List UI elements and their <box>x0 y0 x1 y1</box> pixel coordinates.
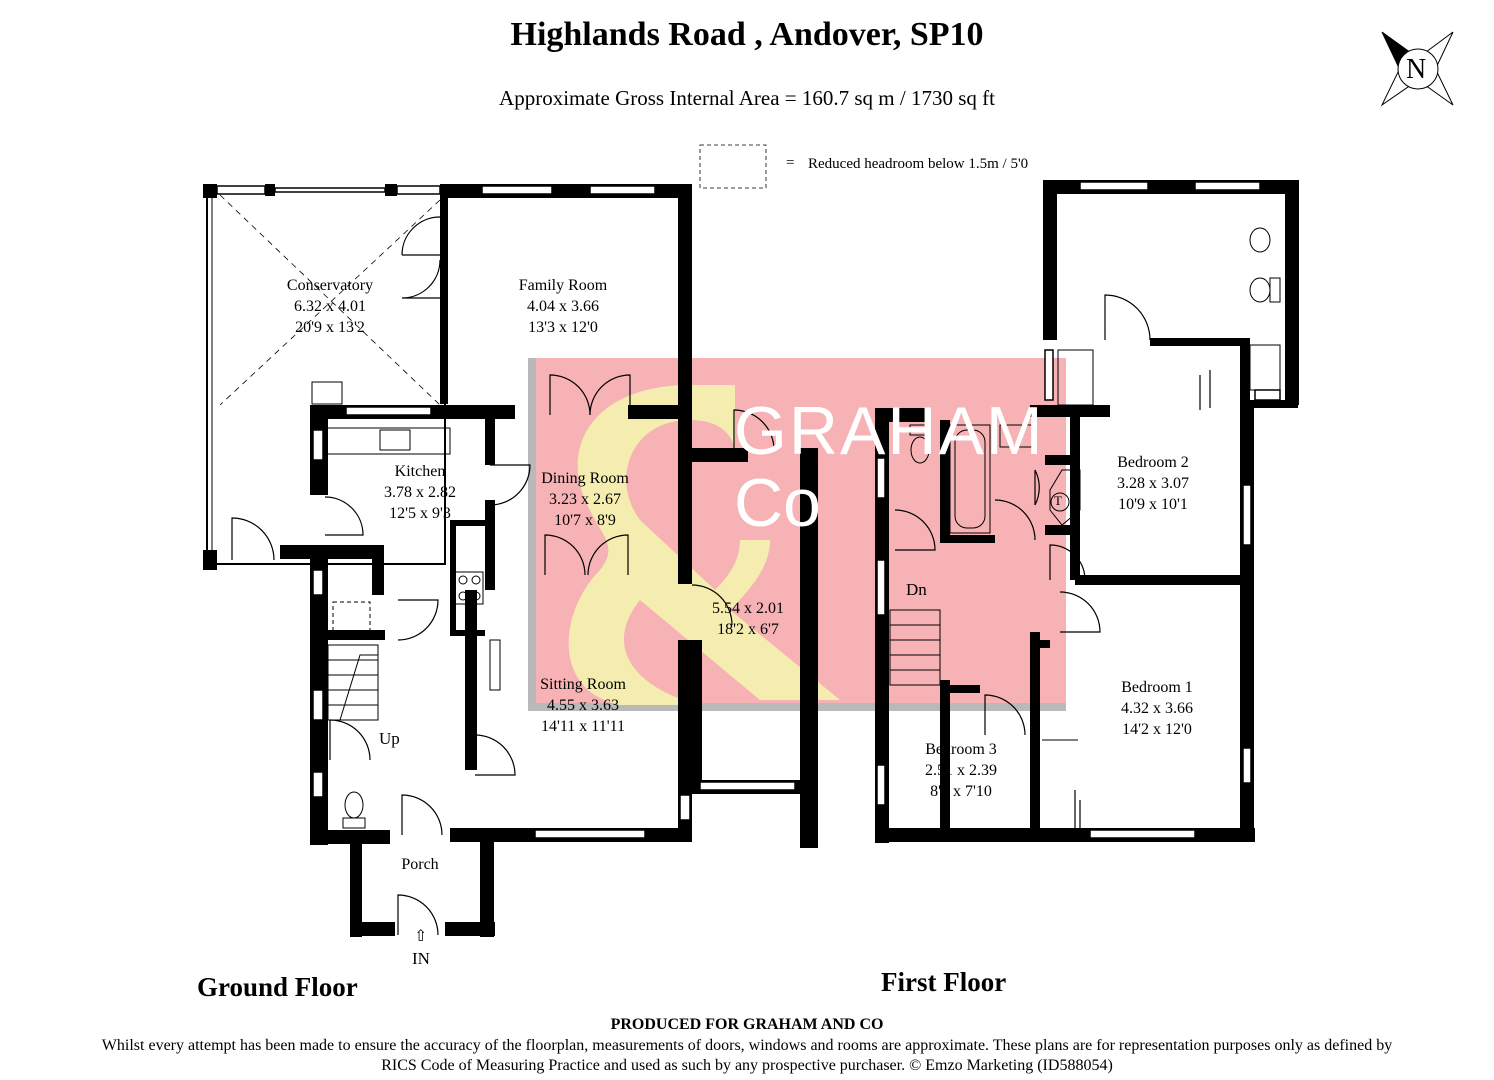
legend-reduced-headroom-swatch <box>699 144 767 189</box>
room-bedroom-1: Bedroom 1 4.32 x 3.66 14'2 x 12'0 <box>1121 677 1193 740</box>
room-dining-room: Dining Room 3.23 x 2.67 10'7 x 8'9 <box>541 468 629 531</box>
room-imperial: 20'9 x 13'2 <box>295 319 365 336</box>
entrance-in-label: IN <box>412 949 430 968</box>
compass-rose <box>1380 31 1454 107</box>
room-imperial: 10'7 x 8'9 <box>554 512 616 529</box>
ground-floor-stairs <box>327 644 379 721</box>
water-tank-label: T <box>1054 493 1062 508</box>
footer-heading: PRODUCED FOR GRAHAM AND CO <box>610 1016 884 1033</box>
legend-equals: = <box>786 155 795 171</box>
room-name: Bedroom 2 <box>1117 454 1189 471</box>
room-metric: 4.04 x 3.66 <box>526 298 599 315</box>
entrance-arrow-icon: ⇧ <box>414 928 428 945</box>
room-kitchen: Kitchen 3.78 x 2.82 12'5 x 9'3 <box>384 461 456 524</box>
watermark-logo <box>528 358 1066 711</box>
footer-disclaimer: Whilst every attempt has been made to en… <box>101 1037 1393 1074</box>
first-floor-doors <box>894 294 1211 830</box>
room-imperial: 13'3 x 12'0 <box>528 319 598 336</box>
room-name: Sitting Room <box>540 676 626 693</box>
room-metric: 3.23 x 2.67 <box>549 491 621 508</box>
room-bedroom-2: Bedroom 2 3.28 x 3.07 10'9 x 10'1 <box>1117 452 1189 515</box>
watermark-ampersand <box>568 385 840 705</box>
room-metric: 2.51 x 2.39 <box>925 762 997 779</box>
room-hallway-extension: 5.54 x 2.01 18'2 x 6'7 <box>712 598 784 640</box>
room-name: Family Room <box>518 277 608 294</box>
gross-area-subtitle: Approximate Gross Internal Area = 160.7 … <box>499 86 995 110</box>
room-bedroom-3: Bedroom 3 2.51 x 2.39 8'3 x 7'10 <box>925 739 997 802</box>
legend-reduced-headroom: Reduced headroom below 1.5m / 5'0 <box>808 156 1029 172</box>
room-family-room: Family Room 4.04 x 3.66 13'3 x 12'0 <box>519 275 607 338</box>
first-floor-windows <box>876 181 1281 839</box>
ground-floor-label: Ground Floor <box>197 972 358 1002</box>
room-name: Conservatory <box>286 277 374 294</box>
room-name: Dining Room <box>541 470 629 487</box>
room-imperial: 8'3 x 7'10 <box>930 783 992 800</box>
room-metric: 3.28 x 3.07 <box>1117 475 1189 492</box>
room-name: Porch <box>401 856 439 873</box>
watermark-line1: GRAHAM <box>734 393 1045 469</box>
room-imperial: 14'11 x 11'11 <box>541 718 625 735</box>
room-name: Kitchen <box>394 463 446 480</box>
ground-floor-fixtures <box>311 381 501 829</box>
first-floor-fixtures <box>889 227 1281 741</box>
room-imperial: 12'5 x 9'3 <box>389 505 451 522</box>
room-imperial: 18'2 x 6'7 <box>717 621 779 638</box>
stairs-up-label: Up <box>379 729 400 748</box>
room-name: Bedroom 1 <box>1121 679 1193 696</box>
room-imperial: 14'2 x 12'0 <box>1122 721 1192 738</box>
room-name: Bedroom 3 <box>925 741 997 758</box>
room-sitting-room: Sitting Room 4.55 x 3.63 14'11 x 11'11 <box>540 674 626 737</box>
room-metric: 4.55 x 3.63 <box>546 697 619 714</box>
room-metric: 4.32 x 3.66 <box>1121 700 1193 717</box>
watermark-line2: Co <box>734 465 821 541</box>
compass-north-letter: N <box>1406 54 1427 85</box>
room-porch: Porch <box>401 854 438 875</box>
room-conservatory: Conservatory 6.32 x 4.01 20'9 x 13'2 <box>287 275 373 338</box>
room-metric: 5.54 x 2.01 <box>712 600 784 617</box>
page-title: Highlands Road , Andover, SP10 <box>510 16 984 53</box>
first-floor-label: First Floor <box>881 967 1007 997</box>
room-imperial: 10'9 x 10'1 <box>1118 496 1188 513</box>
ground-floor-windows <box>216 185 796 839</box>
room-metric: 3.78 x 2.82 <box>384 484 456 501</box>
stairs-down-label: Dn <box>906 580 927 599</box>
room-metric: 6.32 x 4.01 <box>293 298 366 315</box>
